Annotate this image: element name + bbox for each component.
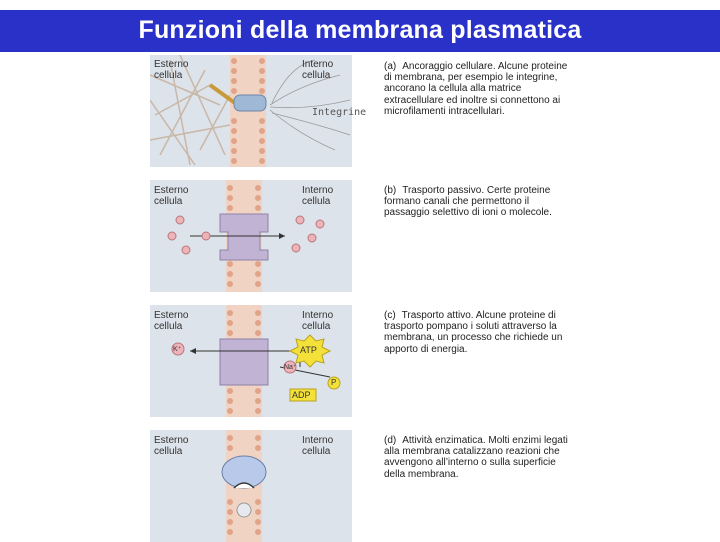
phosphate-label: P: [331, 377, 336, 388]
caption-passive-transport: (b)Trasporto passivo. Certe proteine for…: [384, 185, 574, 219]
caption-text: Attività enzimatica. Molti enzimi legati…: [384, 435, 568, 480]
caption-active-transport: (c)Trasporto attivo. Alcune proteine di …: [384, 310, 574, 355]
atp-label: ATP: [300, 345, 317, 356]
sodium-ion-label: Na⁺: [284, 362, 297, 373]
integrin-label: Integrine: [312, 107, 366, 118]
title-bar: Funzioni della membrana plasmatica: [0, 10, 720, 52]
caption-anchorage: (a)Ancoraggio cellulare. Alcune proteine…: [384, 61, 574, 117]
outside-label: Esterno cellula: [154, 59, 204, 81]
inside-label: Interno cellula: [302, 435, 350, 457]
caption-enzymatic-activity: (d)Attività enzimatica. Molti enzimi leg…: [384, 435, 574, 480]
outside-label: Esterno cellula: [154, 185, 204, 207]
inside-label: Interno cellula: [302, 59, 350, 81]
caption-text: Trasporto passivo. Certe proteine forman…: [384, 185, 552, 218]
caption-letter: (c): [384, 310, 396, 321]
panel-active-transport: Esterno cellula Interno cellula K⁺ ATP N…: [150, 305, 352, 417]
panel-enzymatic-activity: Esterno cellula Interno cellula: [150, 430, 352, 542]
inside-label: Interno cellula: [302, 185, 350, 207]
slide-title: Funzioni della membrana plasmatica: [0, 16, 720, 45]
caption-letter: (d): [384, 435, 396, 446]
caption-text: Trasporto attivo. Alcune proteine di tra…: [384, 310, 562, 355]
outside-label: Esterno cellula: [154, 435, 204, 457]
outside-label: Esterno cellula: [154, 310, 204, 332]
potassium-ion-label: K⁺: [173, 344, 181, 355]
caption-letter: (b): [384, 185, 396, 196]
caption-letter: (a): [384, 61, 396, 72]
caption-text: Ancoraggio cellulare. Alcune proteine di…: [384, 61, 567, 117]
adp-label: ADP: [292, 390, 311, 401]
panel-passive-transport: Esterno cellula Interno cellula: [150, 180, 352, 292]
inside-label: Interno cellula: [302, 310, 350, 332]
